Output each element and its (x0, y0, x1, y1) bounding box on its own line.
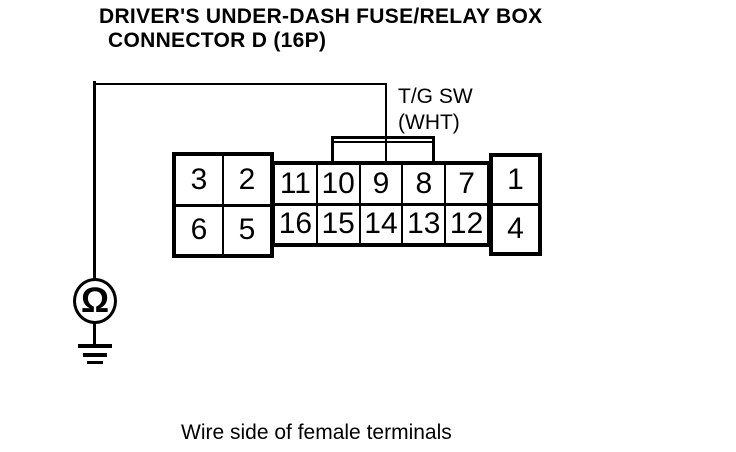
pin-cell-9: 9 (361, 165, 404, 203)
connector-row: 11 10 9 8 7 (275, 165, 487, 206)
pin-cell-4: 4 (507, 212, 524, 245)
pin-cell-16: 16 (275, 205, 318, 243)
pin-cell-6: 6 (176, 206, 224, 254)
meter-to-ground-wire (93, 322, 96, 347)
pin-cell-3: 3 (176, 156, 224, 204)
connector-row: 1 (493, 157, 538, 206)
wire-label-line2: (WHT) (398, 111, 460, 134)
pin-cell-8: 8 (403, 165, 447, 203)
connector-row: 6 5 (176, 206, 270, 254)
ohmmeter-icon: Ω (73, 278, 117, 324)
connector-block-middle: 11 10 9 8 7 16 15 14 13 12 (271, 161, 491, 247)
connector-row: 3 2 (176, 156, 270, 207)
diagram-title: DRIVER'S UNDER-DASH FUSE/RELAY BOX CONNE… (99, 5, 542, 53)
wire-label: T/G SW (WHT) (398, 84, 473, 136)
connector-row: 16 15 14 13 12 (275, 205, 487, 243)
pin-cell-13: 13 (403, 205, 447, 243)
pin-cell-2: 2 (238, 162, 256, 196)
pin-cell-14: 14 (361, 205, 404, 243)
diagram-title-line1: DRIVER'S UNDER-DASH FUSE/RELAY BOX (99, 5, 543, 28)
probe-wire-horizontal (93, 83, 387, 85)
connector-block-left: 3 2 6 5 (172, 152, 274, 258)
connector-row: 4 (493, 206, 538, 252)
connector-lock-tab-line (334, 141, 432, 143)
pin-cell-7: 7 (458, 166, 475, 200)
diagram-title-line2: CONNECTOR D (16P) (108, 29, 327, 52)
wire-label-line1: T/G SW (398, 85, 473, 108)
probe-wire-vertical-left (93, 81, 96, 279)
diagram-caption: Wire side of female terminals (181, 421, 452, 444)
probe-wire-to-pin9 (385, 83, 387, 163)
pin-cell-1: 1 (507, 163, 524, 196)
pin-cell-15: 15 (318, 205, 361, 243)
ground-icon-bar3 (87, 361, 103, 364)
ground-icon (78, 344, 112, 348)
ground-icon-bar2 (83, 353, 107, 357)
pin-cell-5: 5 (238, 213, 256, 247)
pin-cell-12: 12 (449, 207, 484, 241)
pin-cell-10: 10 (318, 165, 361, 203)
ohm-symbol: Ω (80, 281, 110, 320)
connector-block-right: 1 4 (489, 153, 542, 256)
pin-cell-11: 11 (275, 165, 318, 203)
